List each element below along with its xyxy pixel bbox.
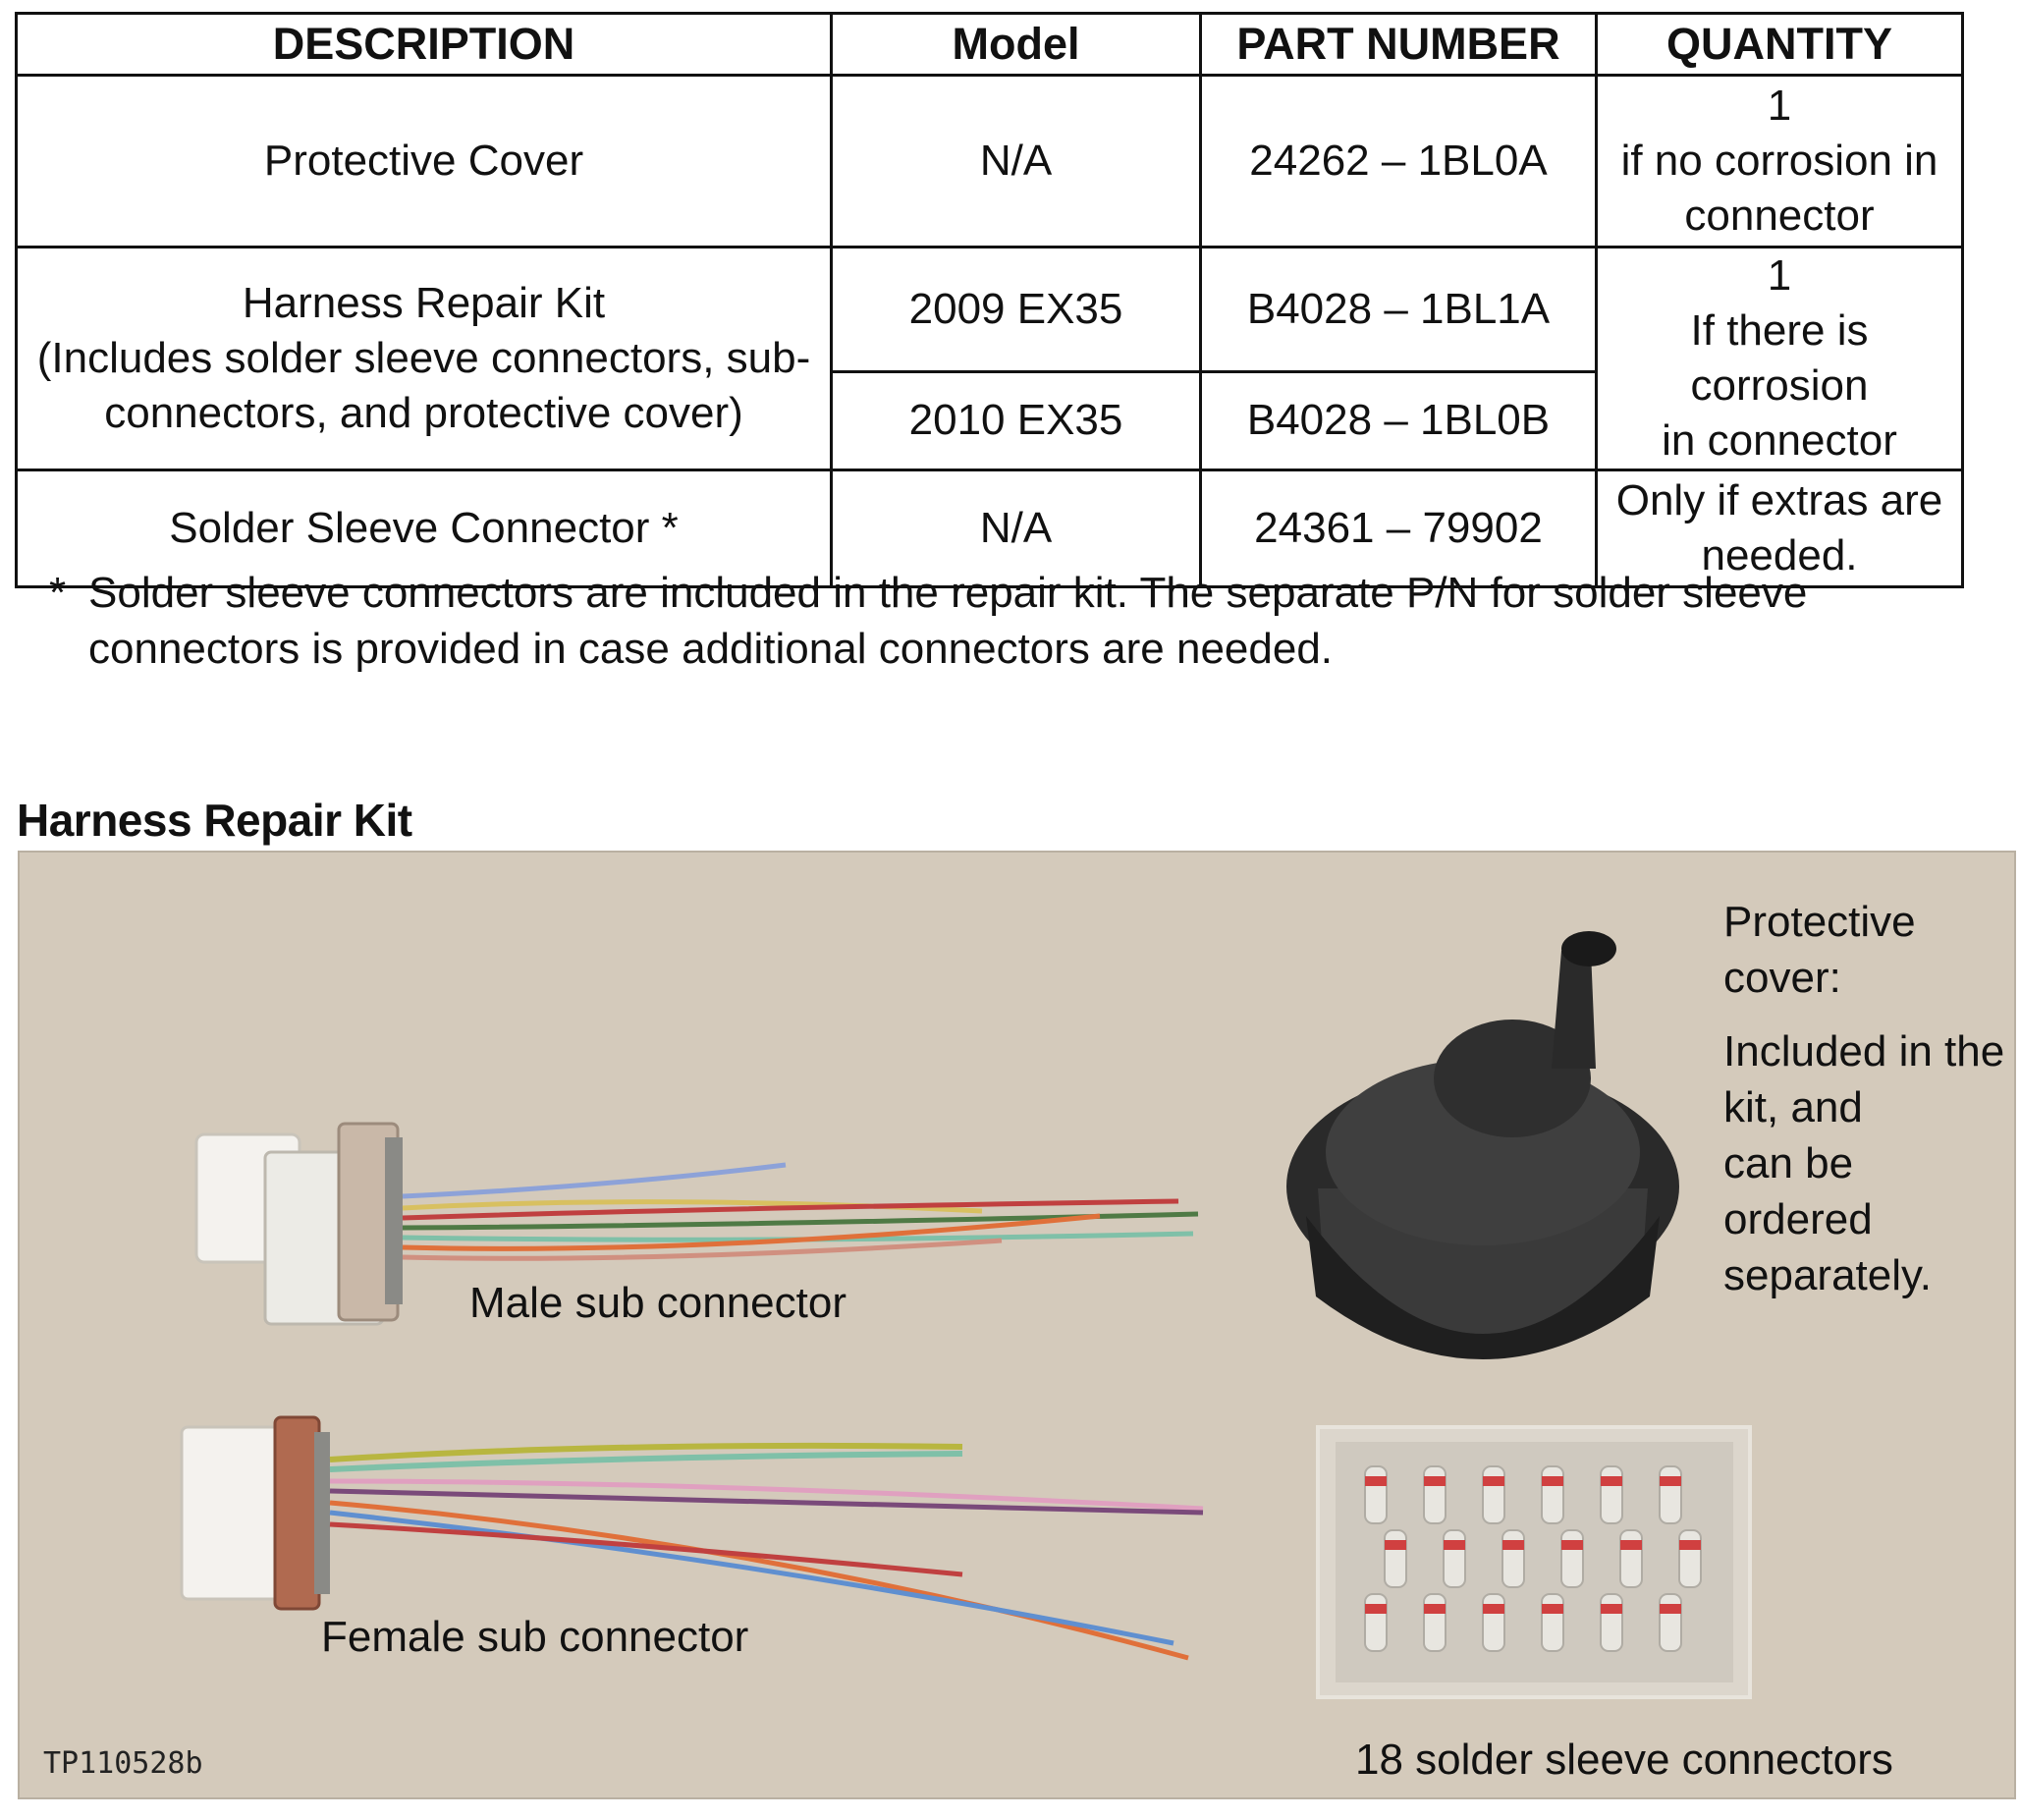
solder-sleeve-icon <box>1541 1465 1564 1524</box>
cell-quantity: Only if extras are needed. <box>1595 469 1964 588</box>
solder-sleeve-icon <box>1482 1593 1505 1652</box>
protective-cover-image <box>1286 931 1679 1359</box>
cell-quantity: 1 if no corrosion in connector <box>1595 74 1964 248</box>
cell-part-number: B4028 – 1BL0B <box>1199 369 1598 472</box>
solder-sleeve-icon <box>1678 1529 1702 1588</box>
table-header-row: DESCRIPTION Model PART NUMBER QUANTITY <box>15 12 1964 77</box>
footnote-text: Solder sleeve connectors are included in… <box>88 569 1808 673</box>
cell-part-number: 24361 – 79902 <box>1199 469 1598 588</box>
table-row: Harness Repair Kit (Includes solder slee… <box>15 246 1964 471</box>
male-sub-connector-image <box>194 1122 1199 1326</box>
solder-sleeve-icon <box>1501 1529 1525 1588</box>
solder-sleeve-icon <box>1659 1465 1682 1524</box>
solder-sleeve-icon <box>1659 1593 1682 1652</box>
table-row: Protective Cover N/A 24262 – 1BL0A 1 if … <box>15 74 1964 248</box>
solder-sleeves <box>1364 1465 1702 1652</box>
cell-model: 2009 EX35 <box>830 246 1202 373</box>
solder-sleeves-label: 18 solder sleeve connectors <box>1355 1736 1893 1784</box>
solder-sleeve-icon <box>1423 1593 1447 1652</box>
male-sub-connector-label: Male sub connector <box>469 1279 846 1327</box>
solder-sleeve-icon <box>1560 1529 1584 1588</box>
cell-quantity: 1 If there is corrosion in connector <box>1595 246 1964 471</box>
footnote-marker: * <box>49 569 67 617</box>
cell-description: Harness Repair Kit (Includes solder slee… <box>15 246 833 471</box>
kit-photo: Protective cover: Included in the kit, a… <box>18 851 2016 1799</box>
solder-sleeve-icon <box>1364 1593 1388 1652</box>
header-quantity: QUANTITY <box>1595 12 1964 77</box>
solder-sleeve-icon <box>1541 1593 1564 1652</box>
cell-part-number: B4028 – 1BL1A <box>1199 246 1598 373</box>
cell-part-number: 24262 – 1BL0A <box>1199 74 1598 248</box>
cell-description: Solder Sleeve Connector * <box>15 469 833 588</box>
solder-sleeve-icon <box>1619 1529 1643 1588</box>
cell-model: N/A <box>830 74 1202 248</box>
kit-heading: Harness Repair Kit <box>17 795 412 846</box>
solder-sleeve-icon <box>1384 1529 1407 1588</box>
solder-sleeve-icon <box>1600 1593 1623 1652</box>
header-description: DESCRIPTION <box>15 12 833 77</box>
female-sub-connector-image <box>180 1415 1204 1661</box>
solder-sleeve-icon <box>1482 1465 1505 1524</box>
cell-model: 2010 EX35 <box>830 369 1202 472</box>
solder-sleeve-icon <box>1600 1465 1623 1524</box>
female-sub-connector-label: Female sub connector <box>321 1613 749 1661</box>
parts-table: DESCRIPTION Model PART NUMBER QUANTITY P… <box>15 12 1964 588</box>
header-model: Model <box>830 12 1202 77</box>
table-row: Solder Sleeve Connector * N/A 24361 – 79… <box>15 469 1964 588</box>
photo-id: TP110528b <box>43 1746 203 1781</box>
footnote: * Solder sleeve connectors are included … <box>49 565 1974 677</box>
solder-sleeve-icon <box>1443 1529 1466 1588</box>
table-row: 2010 EX35 B4028 – 1BL0B <box>17 369 1963 472</box>
protective-cover-title: Protective cover: <box>1723 898 1916 1002</box>
solder-sleeve-icon <box>1423 1465 1447 1524</box>
cell-description: Protective Cover <box>15 74 833 248</box>
header-part-number: PART NUMBER <box>1199 12 1598 77</box>
protective-cover-note: Included in the kit, and can be ordered … <box>1723 1027 2005 1299</box>
protective-cover-caption: Protective cover: Included in the kit, a… <box>1723 894 2008 1303</box>
cell-model: N/A <box>830 469 1202 588</box>
solder-sleeve-icon <box>1364 1465 1388 1524</box>
